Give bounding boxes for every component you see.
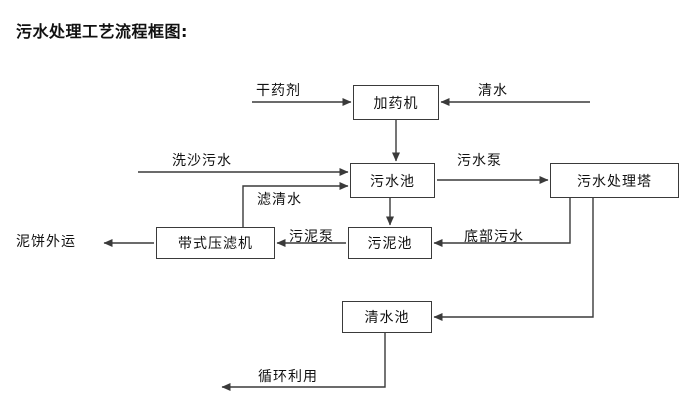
edge-label-recycle-use: 循环利用 <box>258 369 318 385</box>
edge-label-sludge-pump: 污泥泵 <box>289 229 334 245</box>
edge-filtered-clear-water <box>242 182 349 227</box>
node-label: 清水池 <box>364 310 410 326</box>
edge-bottom-sewage <box>433 198 571 247</box>
edge-label-dry-chemical: 干药剂 <box>256 83 301 99</box>
edge-tower-to-clearwater <box>433 198 594 321</box>
node-dosing-machine[interactable]: 加药机 <box>353 85 439 120</box>
node-wastewater-pool[interactable]: 污水池 <box>350 163 435 198</box>
node-clearwater-pool[interactable]: 清水池 <box>342 301 432 333</box>
edge-label-filtered-clear-water: 滤清水 <box>257 192 302 208</box>
edge-label-clean-water: 清水 <box>478 83 508 99</box>
node-label: 污泥池 <box>367 236 413 252</box>
node-label: 污水处理塔 <box>577 173 652 190</box>
node-belt-filter-press[interactable]: 带式压滤机 <box>156 227 275 259</box>
edge-recycle-use <box>221 333 386 391</box>
edge-label-sewage-pump: 污水泵 <box>457 153 502 169</box>
node-label: 污水池 <box>370 173 415 190</box>
terminal-mud-cake-out: 泥饼外运 <box>16 234 76 250</box>
page-title: 污水处理工艺流程框图: <box>16 22 188 41</box>
node-sludge-pool[interactable]: 污泥池 <box>348 227 432 259</box>
node-treatment-tower[interactable]: 污水处理塔 <box>550 163 679 198</box>
node-label: 加药机 <box>373 95 419 112</box>
edge-label-sand-wash-sewage: 洗沙污水 <box>172 153 232 169</box>
edge-label-bottom-sewage: 底部污水 <box>464 229 524 245</box>
node-label: 带式压滤机 <box>178 236 253 252</box>
